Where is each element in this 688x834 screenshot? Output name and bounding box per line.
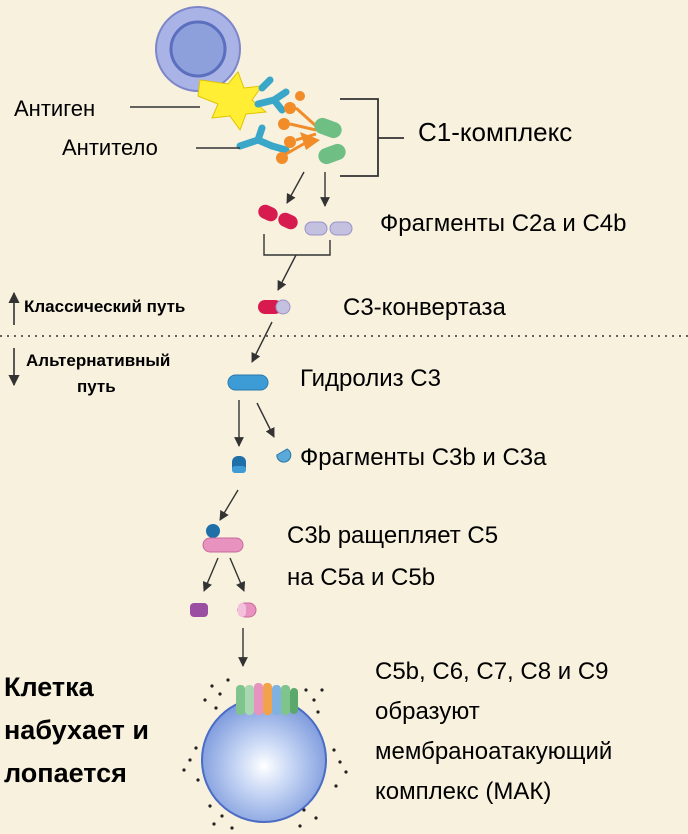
cell-label-line1: Клетка	[4, 672, 94, 702]
c3b-icon	[232, 456, 246, 473]
combine-bracket	[263, 234, 331, 256]
c5b-icon	[237, 602, 257, 618]
mac-label-line2: образуют	[375, 698, 480, 725]
arrow	[277, 254, 297, 291]
arrow	[219, 489, 239, 521]
cell-label-line2: набухает и	[4, 715, 150, 745]
c3b-c5-icon	[202, 524, 244, 553]
mac-label-line1: С5b, С6, С7, С8 и С9	[375, 658, 609, 685]
cell-label-line3: лопается	[4, 758, 127, 788]
c1-bracket	[340, 98, 404, 177]
antibody-label: Антитело	[62, 135, 158, 160]
mac-label-line4: комплекс (МАК)	[375, 778, 552, 805]
immune-cell-icon	[155, 6, 241, 92]
fragments-c3b-c3a-label: Фрагменты С3b и С3а	[300, 444, 547, 471]
arrow	[256, 402, 275, 438]
c3-convertase-icon	[258, 299, 291, 315]
mac-label-line3: мембраноатакующий	[375, 738, 613, 765]
c3-hydrolysis-label: Гидролиз С3	[300, 365, 441, 392]
arrow	[229, 557, 246, 592]
antigen-label: Антиген	[14, 96, 96, 121]
arrow	[286, 171, 305, 204]
c1-complex-icon	[276, 91, 346, 165]
cell-contents-dots	[182, 678, 348, 830]
c4-fragment-icon	[304, 221, 353, 236]
alternative-pathway-label-line2: путь	[77, 377, 116, 396]
c3-icon	[227, 374, 269, 391]
c3a-icon	[276, 448, 292, 463]
alternative-pathway-label-line1: Альтернативный	[26, 351, 171, 370]
fragments-c2a-c4b-label: Фрагменты С2а и С4b	[380, 210, 627, 237]
c2-fragment-icon	[258, 204, 298, 230]
c1-complex-label: С1-комплекс	[418, 117, 573, 147]
mac-pore-icon	[236, 683, 298, 715]
arrow	[251, 321, 273, 363]
c3b-cleaves-label-line1: С3b ращепляет С5	[287, 522, 499, 549]
classical-pathway-label: Классический путь	[24, 297, 186, 316]
c5a-icon	[190, 603, 208, 617]
antigen-icon	[197, 71, 268, 132]
c3b-cleaves-label-line2: на С5а и С5b	[287, 564, 436, 591]
antibody-icon	[236, 76, 290, 154]
c3-convertase-label: С3-конвертаза	[343, 294, 506, 321]
arrow	[202, 557, 219, 592]
